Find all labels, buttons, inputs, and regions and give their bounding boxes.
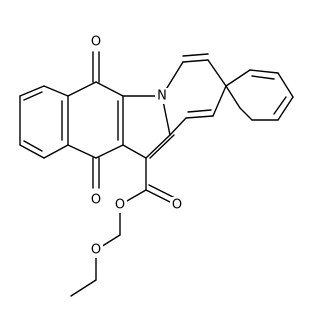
oxygen-atom-ester: O (113, 197, 127, 213)
oxygen-atom-quinone-bottom: O (89, 192, 103, 208)
benzo-ring-left (19, 85, 69, 159)
carbonyl-groups (92, 51, 100, 189)
atom-labels: O O O O N O (89, 34, 184, 258)
nitrogen-atom: N (155, 88, 169, 104)
svg-text:O: O (172, 198, 182, 213)
svg-text:O: O (91, 193, 101, 208)
benzo-ring-right (225, 69, 294, 121)
oxygen-atom-ester-carbonyl: O (170, 197, 184, 213)
oxygen-atom-quinone-top: O (89, 34, 103, 50)
pyridine-ring (161, 53, 227, 136)
svg-text:O: O (115, 198, 125, 213)
svg-text:O: O (91, 35, 101, 50)
ester-chain (70, 157, 178, 297)
oxygen-atom-methoxy: O (89, 242, 103, 258)
quinone-ring (67, 81, 124, 159)
pyrrole-ring (122, 95, 175, 159)
svg-text:N: N (157, 89, 167, 104)
svg-text:O: O (91, 243, 101, 258)
molecule-structure-diagram: O O O O N O (19, 34, 294, 297)
